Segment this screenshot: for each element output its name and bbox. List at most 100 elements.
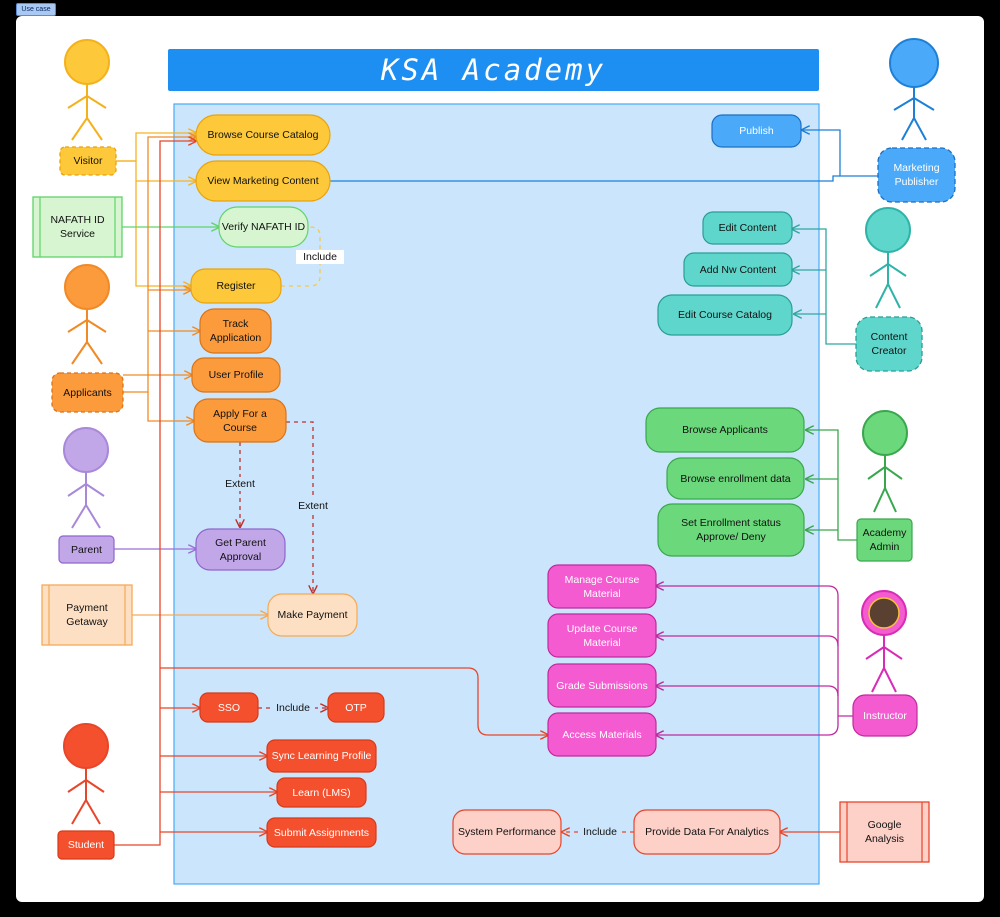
edge-label-include-system: Include [578, 825, 622, 839]
uc-shape-browse-catalog [195, 114, 331, 156]
uc-shape-provide-data [633, 809, 781, 855]
actor-box-student [57, 830, 115, 860]
uc-verify-nafath: Verify NAFATH ID [221, 221, 306, 233]
edge-admin-applicants [806, 430, 857, 541]
uc-shape-update-material [547, 613, 657, 658]
stick-figure-parent [63, 427, 109, 529]
actor-box-instructor [852, 694, 918, 737]
uc-add-content: Add Nw Content [699, 263, 777, 276]
uc-set-enrollment: Set Enrollment status Approve/ Deny [681, 517, 781, 543]
actor-box-applicants [51, 372, 124, 413]
edge-label-include-otp: Include [271, 701, 315, 715]
edge-label-extent-parent: Extent [218, 477, 262, 491]
actor-box-admin [856, 518, 913, 562]
uc-register: Register [216, 280, 256, 292]
edge-inst-update [656, 636, 839, 647]
uc-shape-register [190, 268, 282, 304]
uc-shape-parent-approval [195, 528, 286, 571]
page-title: KSA Academy [168, 49, 819, 91]
stick-figure-content [865, 207, 911, 309]
uc-apply-course: Apply For a Course [213, 407, 267, 434]
uc-parent-approval: Get Parent Approval [215, 536, 266, 563]
uc-submit-assignments: Submit Assignments [273, 826, 370, 839]
edge-inst-manage [656, 586, 853, 717]
uc-shape-edit-content [702, 211, 793, 245]
uc-learn-lms: Learn (LMS) [292, 786, 351, 799]
uc-shape-make-payment [267, 593, 358, 637]
stick-figure-applicants [64, 264, 110, 365]
actor-google: Google Analysis [864, 819, 905, 845]
actor-box-marketing [877, 147, 956, 203]
edge-marketing-marketing [330, 175, 840, 182]
actor-admin: Academy Admin [862, 527, 907, 553]
uc-shape-publish [711, 114, 802, 148]
uc-grade-submissions: Grade Submissions [556, 679, 648, 692]
uc-edit-catalog: Edit Course Catalog [678, 309, 772, 321]
uc-update-material: Update Course Material [566, 622, 638, 649]
uc-shape-grade [547, 663, 657, 708]
uc-sync-profile: Sync Learning Profile [271, 750, 372, 762]
edge-student-access [160, 667, 548, 735]
uc-sso: SSO [217, 701, 241, 714]
edge-label-extent-payment: Extent [291, 499, 335, 513]
edge-marketing-publish [802, 130, 878, 177]
uc-edit-content: Edit Content [718, 222, 777, 234]
uc-shape-track [199, 308, 272, 354]
uc-shape-manage-material [547, 564, 657, 609]
uc-shape-browse-enrollment [666, 457, 805, 500]
uc-shape-learn [276, 777, 367, 808]
actor-box-content [855, 316, 923, 372]
actor-nafath: NAFATH ID Service [50, 214, 105, 240]
edge-label-include-verify: Include [296, 250, 344, 264]
edge-inst-grade [656, 686, 839, 697]
uc-make-payment: Make Payment [277, 609, 348, 621]
uc-shape-verify [218, 206, 309, 248]
uc-browse-applicants: Browse Applicants [682, 424, 768, 436]
uc-shape-access [547, 712, 657, 757]
uc-manage-material: Manage Course Material [564, 573, 640, 600]
edge-inst-access [656, 716, 839, 735]
frame-tag: Use case [16, 3, 56, 16]
uc-shape-edit-catalog [657, 294, 793, 336]
actor-parent: Parent [71, 543, 102, 556]
actor-student: Student [67, 839, 105, 851]
actor-marketing: Marketing Publisher [893, 162, 940, 188]
actor-box-payment [41, 584, 133, 646]
uc-shape-set-enrollment [657, 503, 805, 557]
stick-figure-marketing [889, 38, 939, 141]
uc-shape-view-marketing [195, 160, 331, 202]
stick-figure-visitor [64, 39, 110, 141]
uc-shape-apply [193, 398, 287, 443]
uc-shape-profile [191, 357, 281, 393]
actor-visitor: Visitor [73, 155, 103, 167]
actor-box-google [839, 801, 930, 863]
uc-shape-browse-applicants [645, 407, 805, 453]
uc-browse-catalog: Browse Course Catalog [207, 129, 319, 141]
uc-publish: Publish [739, 125, 774, 137]
stick-figure-instructor [861, 590, 907, 693]
actor-payment: Payment Getaway [66, 602, 108, 628]
edge-visitor-marketing [116, 160, 196, 181]
actor-instructor: Instructor [863, 709, 907, 722]
uc-shape-otp [327, 692, 385, 723]
actor-box-visitor [59, 146, 117, 176]
uc-shape-sync [266, 739, 377, 773]
stick-figure-admin [862, 410, 908, 513]
edge-student-browse [114, 141, 196, 846]
uc-user-profile: User Profile [208, 369, 264, 381]
stick-figure-student [63, 723, 109, 825]
edge-apply-payment [286, 421, 313, 593]
uc-view-marketing: View Marketing Content [207, 175, 319, 187]
edge-app-apply [147, 392, 194, 421]
uc-shape-add-content [683, 252, 793, 287]
uc-system-performance: System Performance [457, 826, 557, 838]
actor-content: Content Creator [870, 331, 908, 357]
edge-content-edit [792, 229, 856, 345]
uc-shape-system-perf [452, 809, 562, 855]
uc-shape-submit [266, 817, 377, 848]
actor-box-parent [58, 535, 115, 564]
uc-browse-enrollment: Browse enrollment data [680, 472, 791, 485]
uc-otp: OTP [345, 701, 367, 714]
